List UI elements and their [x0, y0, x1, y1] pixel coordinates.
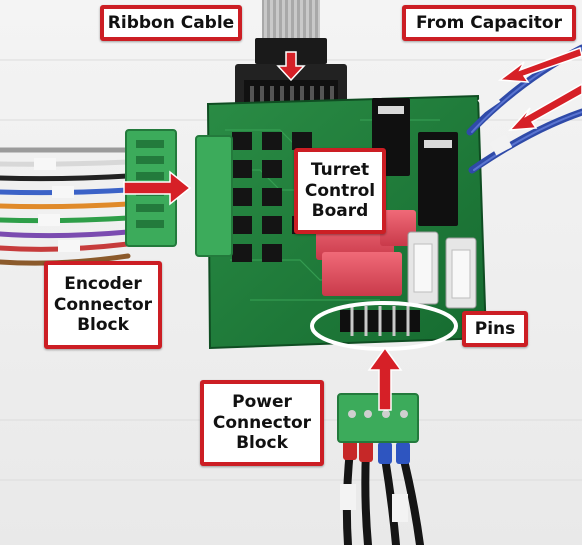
wire-label-sleeve	[477, 90, 501, 112]
encoder-label-line-3: Block	[77, 315, 129, 336]
encoder-arrow-icon	[123, 170, 192, 206]
pin-header	[340, 306, 420, 336]
encoder-label-line-2: Connector	[53, 294, 153, 315]
encoder-wires	[0, 147, 131, 266]
turret-label-line-1: Turret	[310, 159, 370, 180]
turret-label-line-3: Board	[311, 201, 369, 222]
turret-control-board-label: Turret Control Board	[294, 148, 386, 234]
encoder-label-line-1: Encoder	[64, 273, 142, 294]
power-connector-plug	[337, 393, 419, 443]
capacitor-arrow-icon	[497, 47, 582, 131]
turret-label-line-2: Control	[304, 180, 376, 201]
power-label-line-3: Block	[236, 433, 288, 454]
from-capacitor-text: From Capacitor	[416, 12, 562, 33]
power-arrow-icon	[367, 346, 403, 411]
fuses	[407, 231, 477, 309]
encoder-connector-block-label: Encoder Connector Block	[44, 261, 162, 349]
pins-label: Pins	[462, 311, 528, 347]
encoder-wire-sleeves	[34, 158, 80, 252]
power-wire-sleeves	[340, 484, 408, 522]
ribbon-cable-label: Ribbon Cable	[100, 5, 242, 41]
from-capacitor-label: From Capacitor	[402, 5, 576, 41]
encoder-header-on-board	[195, 135, 233, 257]
ribbon-cable-text: Ribbon Cable	[107, 12, 235, 33]
power-label-line-1: Power	[232, 391, 292, 412]
ribbon-arrow-icon	[276, 51, 306, 82]
power-wire-terminals	[343, 438, 410, 464]
wire-label-sleeve	[489, 134, 513, 156]
power-label-line-2: Connector	[212, 412, 312, 433]
power-connector-block-label: Power Connector Block	[200, 380, 324, 466]
pins-text: Pins	[474, 318, 516, 339]
